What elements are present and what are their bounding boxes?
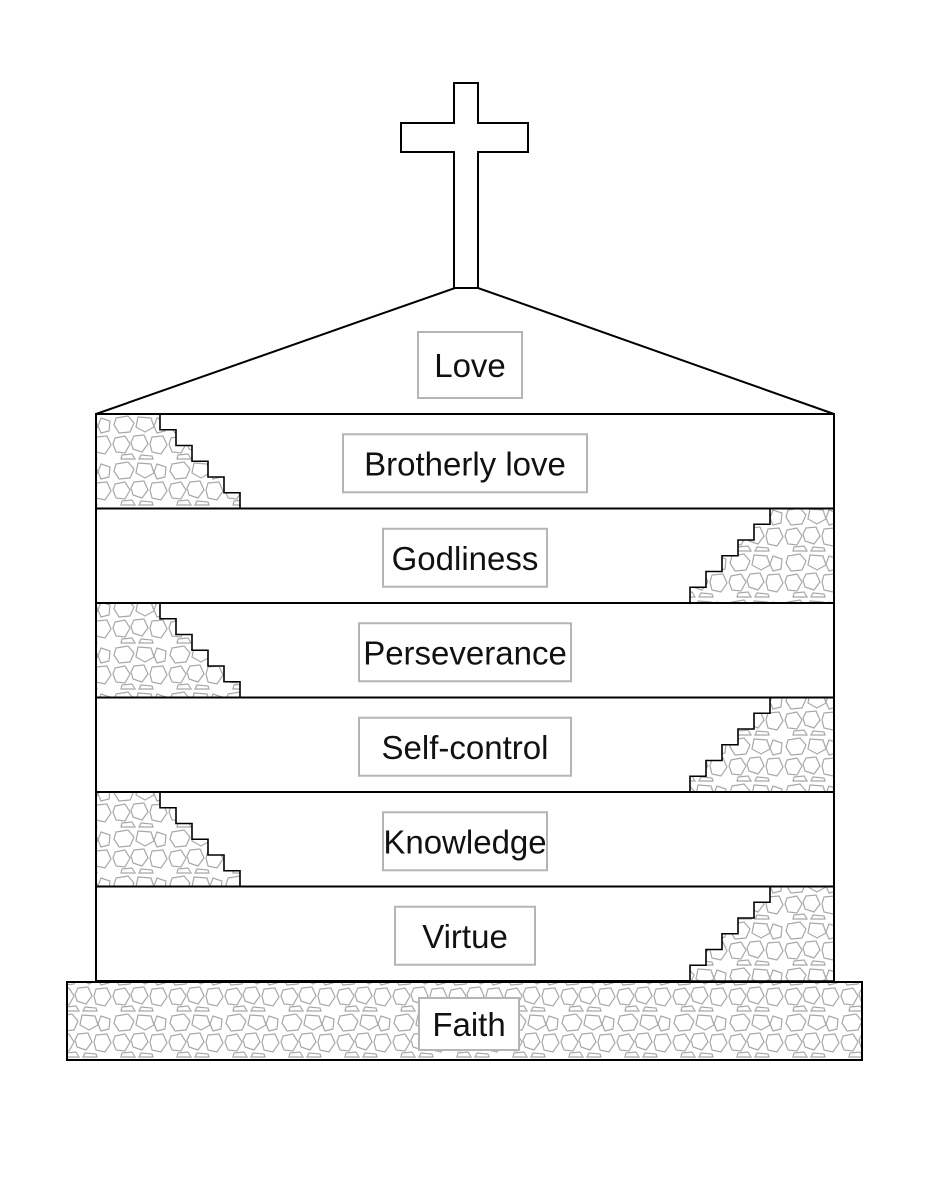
floor-label-2-group: Godliness [382, 527, 548, 588]
floor-label-6-box [394, 905, 536, 966]
roof-label-box [417, 331, 523, 399]
floor-label-5-group: Knowledge [382, 811, 548, 872]
foundation-label-group: Faith [418, 997, 520, 1051]
floor-label-4: Self-control [382, 729, 549, 766]
floor-label-5-box [382, 811, 548, 872]
floor-label-5: Knowledge [383, 823, 546, 860]
floor-label-4-group: Self-control [358, 716, 572, 777]
foundation-label: Faith [432, 1006, 505, 1043]
roof-label-group: Love [417, 331, 523, 399]
floor-label-6-group: Virtue [394, 905, 536, 966]
floor-label-6: Virtue [422, 918, 508, 955]
floor-label-1-group: Brotherly love [342, 433, 588, 494]
cross-icon [400, 82, 529, 289]
floor-label-3-group: Perseverance [358, 622, 572, 683]
floor-label-3-box [358, 622, 572, 683]
floor-label-1: Brotherly love [364, 445, 566, 482]
floor-label-2: Godliness [392, 540, 539, 577]
floor-label-3: Perseverance [363, 634, 567, 671]
floor-label-1-box [342, 433, 588, 494]
floor-label-4-box [358, 716, 572, 777]
roof-label: Love [434, 347, 506, 384]
floor-label-2-box [382, 527, 548, 588]
foundation-label-box [418, 997, 520, 1051]
